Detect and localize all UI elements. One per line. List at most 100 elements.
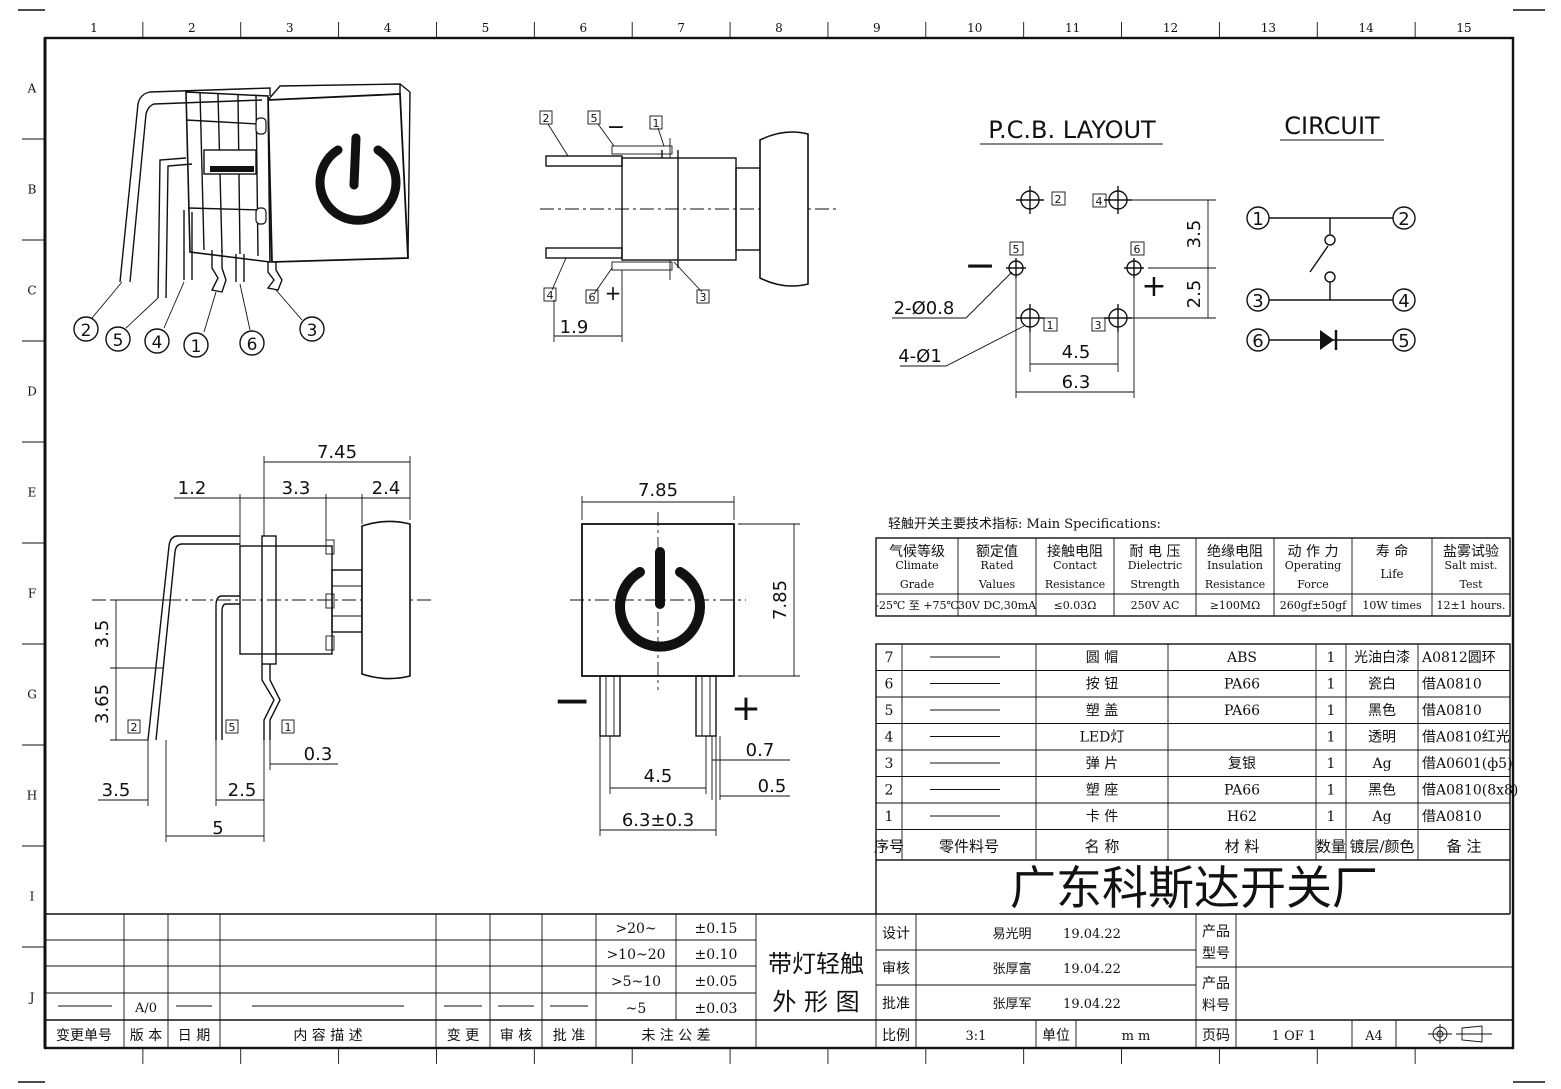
- spec-name-en: Climate: [895, 559, 938, 572]
- iso-callout-circles: [73, 316, 325, 358]
- spec-name-en: Resistance: [1205, 578, 1265, 591]
- dim-label: 1.9: [560, 317, 589, 338]
- dim-label: 0.3: [304, 744, 333, 765]
- bom-no: 4: [885, 730, 894, 746]
- bom-note: 借A0810: [1422, 703, 1482, 719]
- column-marker: 10: [967, 21, 982, 35]
- row-marker: E: [28, 486, 37, 500]
- pcb-pin-label: 1: [1047, 319, 1054, 332]
- pin-label: 1: [285, 721, 292, 734]
- bom-finish: Ag: [1371, 809, 1391, 825]
- company-block: 广东科斯达开关厂: [875, 860, 1511, 915]
- bom-header: 镀层/颜色: [1349, 838, 1414, 856]
- bom-material: 复银: [1228, 755, 1256, 772]
- bom-finish: Ag: [1371, 756, 1391, 772]
- dim-label: 2.5: [228, 780, 257, 801]
- column-marker: 14: [1359, 21, 1375, 35]
- unit-value: m m: [1122, 1029, 1151, 1044]
- spec-name-en: Contact: [1053, 559, 1097, 572]
- spec-name-en: Strength: [1130, 578, 1179, 591]
- revision-header: 变更单号: [56, 1028, 112, 1044]
- positive-sign: +: [605, 281, 622, 305]
- row-marker: A: [27, 82, 37, 96]
- circuit-node: 6: [1252, 331, 1263, 352]
- front-view: − + 7.85 7.85 4.5 6.3±0.3 0.7 0.5: [553, 480, 800, 836]
- dim-label: 3.5: [102, 780, 131, 801]
- column-marker: 4: [384, 21, 392, 35]
- iso-callout: 3: [307, 321, 318, 341]
- revision-header: 日 期: [178, 1028, 210, 1044]
- spec-name-en: Rated: [980, 559, 1013, 572]
- spec-name-cn: 耐 电 压: [1130, 544, 1181, 560]
- pcb-pin-label: 3: [1095, 319, 1102, 332]
- bom-header: 名 称: [1085, 838, 1120, 856]
- dim-label: 3.65: [92, 684, 113, 724]
- dim-label: 6.3: [1062, 372, 1091, 393]
- projection-symbol-icon: [1428, 1024, 1492, 1044]
- bom-note: 借A0601(ф5): [1422, 756, 1513, 772]
- circuit-node: 1: [1252, 209, 1263, 230]
- bom-part: 塑 座: [1086, 783, 1118, 799]
- bom-qty: 1: [1327, 703, 1336, 719]
- isometric-view: 2 5 4 1 6 3: [73, 83, 411, 358]
- power-icon: [615, 567, 705, 652]
- pin-label: 5: [591, 112, 598, 125]
- dim-label: 7.85: [770, 580, 791, 620]
- dim-label: 7.85: [638, 480, 678, 501]
- iso-callout: 4: [152, 333, 163, 353]
- dim-label: 5: [212, 818, 223, 839]
- page-value: 1 OF 1: [1272, 1029, 1316, 1044]
- tolerance-value: ±0.05: [695, 974, 738, 990]
- tolerance-value: ±0.10: [695, 947, 738, 963]
- bom-finish: 瓷白: [1368, 677, 1396, 693]
- signature-name: 张厚军: [992, 997, 1031, 1012]
- dim-label: 1.2: [178, 478, 207, 499]
- column-marker: 9: [873, 21, 881, 35]
- dim-label: 3.5: [92, 620, 113, 649]
- pin-label: 4: [547, 289, 554, 302]
- unit-label: 单位: [1042, 1028, 1070, 1044]
- bom-qty: 1: [1327, 677, 1336, 693]
- signature-date: 19.04.22: [1063, 927, 1121, 942]
- tolerance-range: >20~: [615, 921, 656, 937]
- bom-note: 借A0810: [1422, 677, 1482, 693]
- signature-label: 审核: [882, 961, 910, 977]
- spec-name-en: Force: [1297, 578, 1329, 591]
- bom-header: 备 注: [1447, 838, 1482, 856]
- row-marker: D: [27, 385, 37, 399]
- spec-value: -25℃ 至 +75℃: [875, 599, 959, 612]
- bom-note: 借A0810红光: [1422, 730, 1510, 746]
- spec-name-cn: 盐雾试验: [1443, 544, 1499, 560]
- signature-date: 19.04.22: [1063, 962, 1121, 977]
- pcb-title: P.C.B. LAYOUT: [988, 116, 1156, 144]
- spec-value: 260gf±50gf: [1280, 599, 1347, 612]
- positive-sign: +: [1141, 269, 1166, 304]
- pcb-layout: P.C.B. LAYOUT 2 4 5 6 1 3 − +: [892, 116, 1216, 398]
- column-marker: 2: [188, 21, 196, 35]
- row-marker: B: [28, 183, 37, 197]
- power-icon: [315, 145, 401, 225]
- iso-callout: 1: [191, 337, 202, 357]
- circuit-diagram: CIRCUIT 1 2 3 4 6 5: [1246, 112, 1416, 352]
- dim-label: 2-Ø0.8: [894, 298, 955, 319]
- spec-name-en: Grade: [900, 578, 934, 591]
- spec-name-en: Resistance: [1045, 578, 1105, 591]
- row-marker: G: [27, 688, 37, 702]
- spec-name-en: Operating: [1285, 559, 1341, 572]
- spec-value: ≤0.03Ω: [1054, 599, 1097, 612]
- side-view-top: 2 5 1 4 6 3 − + 1.9: [539, 110, 840, 342]
- bom-no: 1: [885, 809, 894, 825]
- row-marker: J: [28, 991, 35, 1005]
- negative-sign: −: [553, 673, 592, 727]
- dim-label: 2.4: [372, 478, 401, 499]
- pcb-pin-label: 2: [1055, 193, 1062, 206]
- column-marker: 6: [579, 21, 587, 35]
- spec-heading: 轻触开关主要技术指标: Main Specifications:: [888, 517, 1161, 532]
- dim-label: 4.5: [644, 766, 673, 787]
- bom-no: 3: [885, 756, 894, 772]
- spec-name-cn: 寿 命: [1376, 543, 1408, 560]
- bom-part: 塑 盖: [1086, 703, 1118, 719]
